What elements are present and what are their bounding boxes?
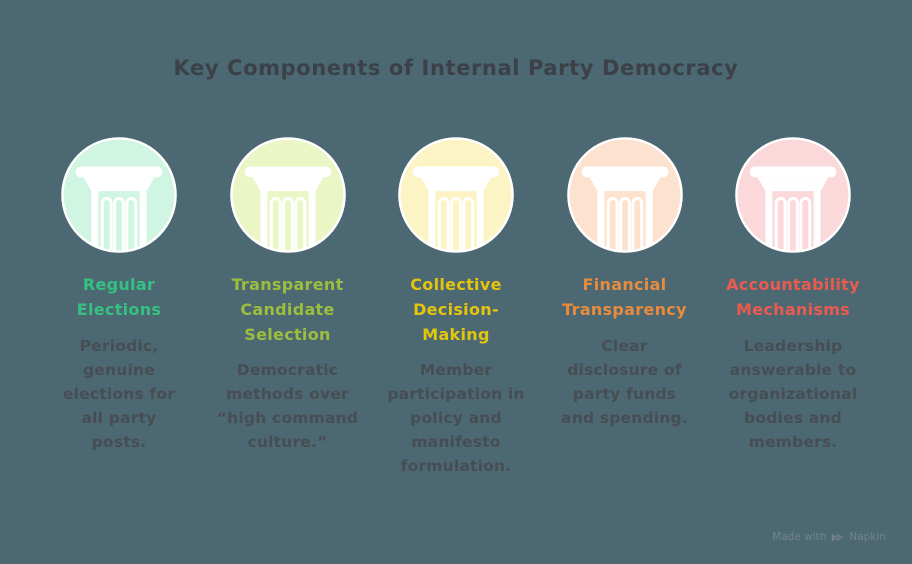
component-description: Periodic, genuine elections for all part… xyxy=(62,336,176,451)
watermark-text: Made with xyxy=(772,531,827,543)
component-card-collective-decision-making: Collective Decision- Making Member parti… xyxy=(373,134,539,478)
component-description: Member participation in policy and manif… xyxy=(387,361,525,476)
pillar-icon xyxy=(58,134,180,256)
component-card-regular-elections: Regular Elections Periodic, genuine elec… xyxy=(36,134,202,478)
component-title: Regular Elections xyxy=(76,275,162,319)
component-description: Clear disclosure of party funds and spen… xyxy=(561,336,688,427)
component-card-accountability-mechanisms: Accountability Mechanisms Leadership ans… xyxy=(710,134,876,478)
component-card-financial-transparency: Financial Transparency Clear disclosure … xyxy=(542,134,708,478)
component-title: Financial Transparency xyxy=(562,275,687,319)
pillar-icon xyxy=(227,134,349,256)
watermark-brand: Napkin xyxy=(849,531,886,543)
component-card-transparent-candidate-selection: Transparent Candidate Selection Democrat… xyxy=(205,134,371,478)
component-title: Transparent Candidate Selection xyxy=(231,275,344,344)
watermark[interactable]: Made with Napkin xyxy=(772,531,886,543)
napkin-logo-icon xyxy=(832,532,844,542)
pillar-icon xyxy=(564,134,686,256)
component-description: Leadership answerable to organizational … xyxy=(728,336,858,451)
component-title: Collective Decision- Making xyxy=(410,275,502,344)
component-description: Democratic methods over “high command cu… xyxy=(216,361,359,452)
components-row: Regular Elections Periodic, genuine elec… xyxy=(36,134,876,478)
pillar-icon xyxy=(395,134,517,256)
page-title: Key Components of Internal Party Democra… xyxy=(173,56,739,80)
component-title: Accountability Mechanisms xyxy=(726,275,860,319)
pillar-icon xyxy=(732,134,854,256)
